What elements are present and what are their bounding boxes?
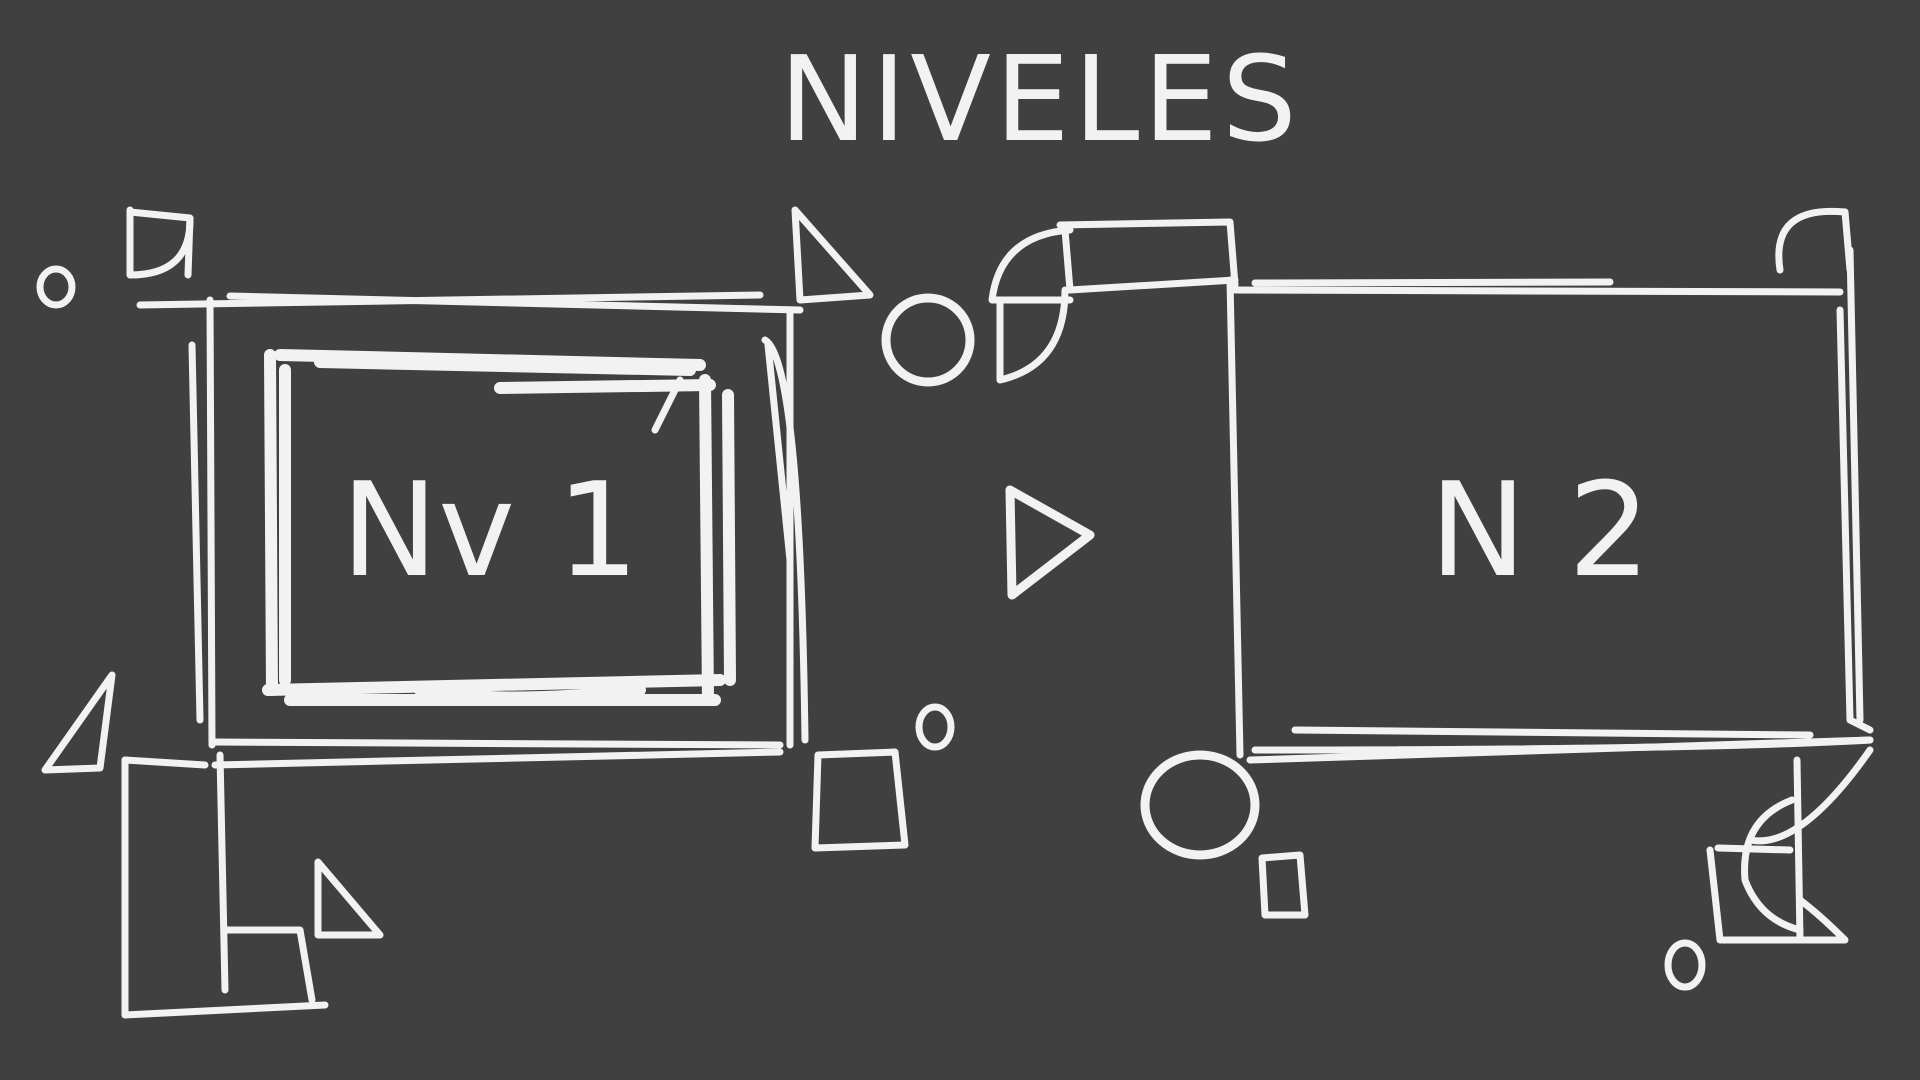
quarter-circle-icon [126,206,194,279]
square-icon [811,748,909,852]
small-circle-icon [915,703,955,751]
flag-curve-icon [1775,207,1854,274]
l-bracket-shape [121,751,329,1019]
small-circle-icon [36,265,76,309]
level-2-label: N 2 [1429,454,1650,606]
small-square-icon [1258,851,1309,919]
circle-icon [881,293,975,387]
quarter-circle-icon [988,226,1074,384]
level-1-inner-box [262,349,736,706]
arrow-right-icon [1005,485,1095,600]
stacked-shapes-icon [1706,746,1874,944]
small-circle-icon [1664,939,1706,991]
level-1-outer-frame [136,291,809,769]
level-2-frame [1226,246,1874,764]
small-triangle-icon [314,858,384,939]
corner-tab-shape [1056,218,1239,294]
circle-icon [1140,750,1260,860]
level-1-label: Nv 1 [341,454,639,606]
triangle-up-icon [41,671,116,774]
diagram-title: NIVELES [779,30,1301,168]
triangle-flag-icon [791,206,874,304]
